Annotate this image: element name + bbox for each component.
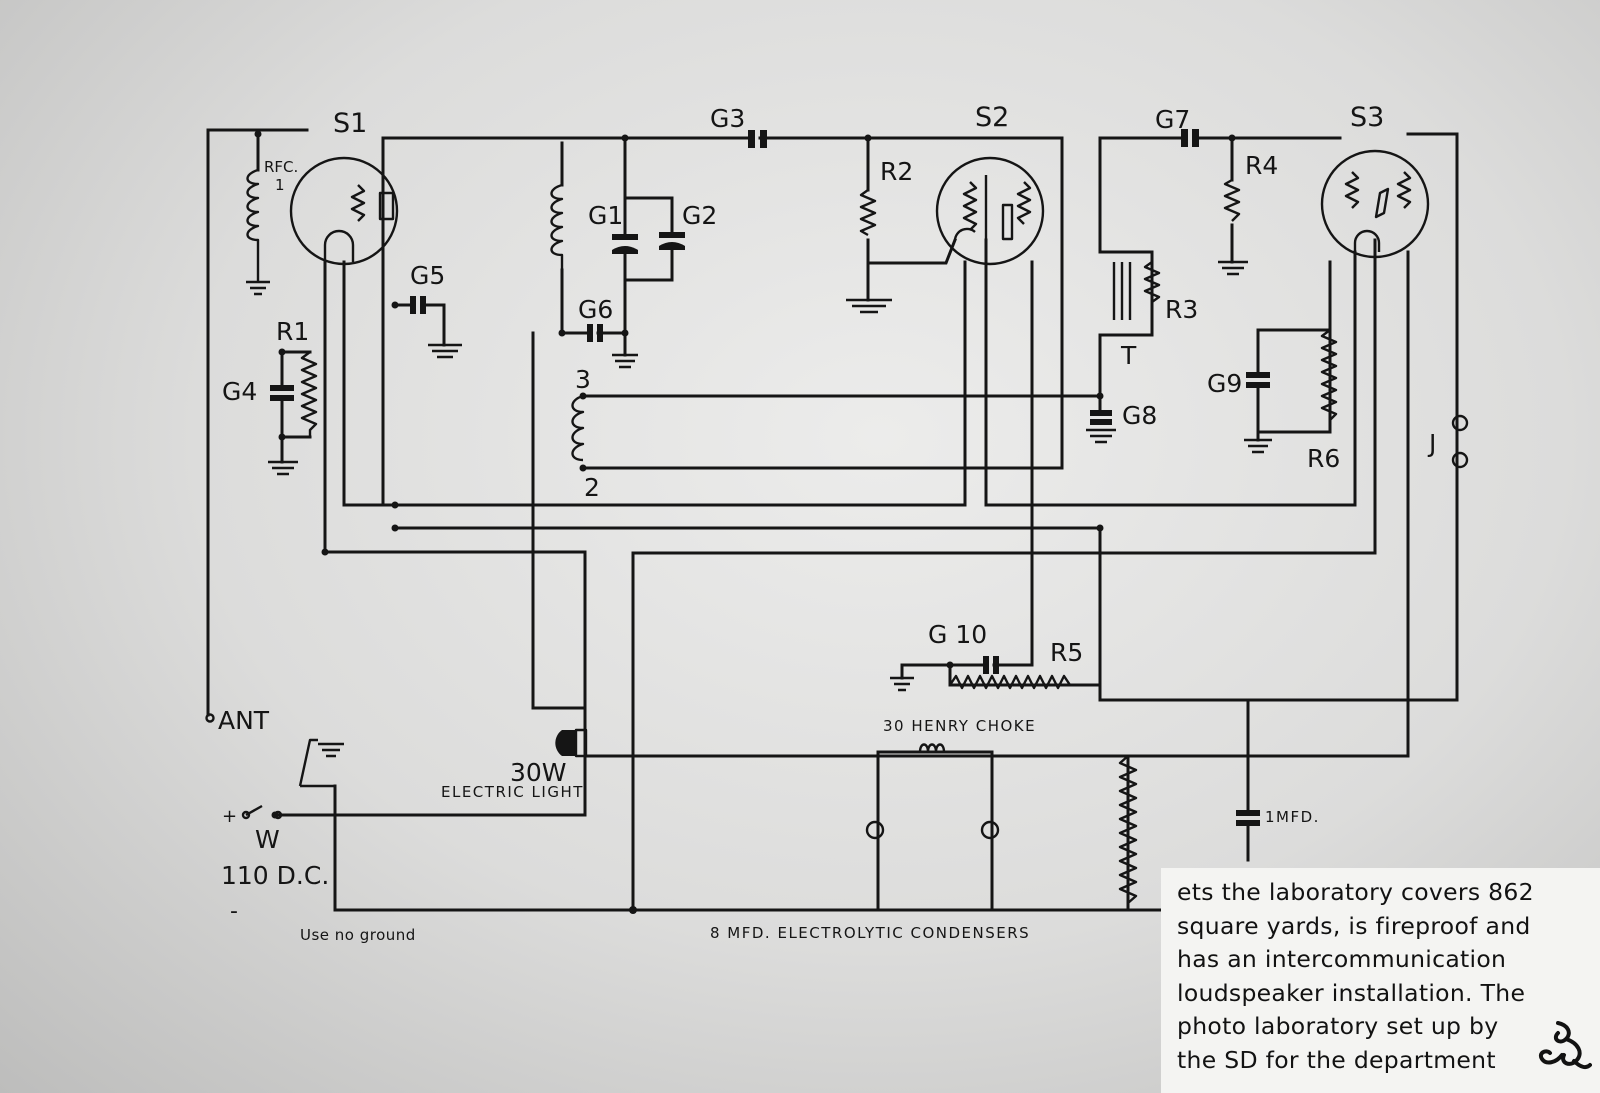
label-r2: R2: [880, 157, 913, 186]
ground-icon: [1244, 438, 1272, 454]
ground-icon: [428, 343, 462, 359]
label-g2: G2: [682, 201, 717, 230]
caption-line: photo laboratory set up by: [1177, 1012, 1499, 1040]
r2-icon: [859, 189, 877, 237]
tube-s3: [1320, 149, 1430, 259]
g7-icon: [1181, 129, 1188, 147]
label-choke: 30 HENRY CHOKE: [883, 717, 1036, 735]
r6-icon: [1320, 329, 1338, 421]
label-rfc-num: 1: [275, 176, 285, 194]
ground-icon: [1086, 428, 1116, 444]
caption-line: loudspeaker installation. The: [1177, 978, 1526, 1007]
label-j: J: [1427, 429, 1436, 458]
label-g1: G1: [588, 201, 623, 230]
label-rfc: RFC.: [264, 158, 298, 176]
label-g3: G3: [710, 104, 745, 133]
label-plus: +: [222, 806, 237, 827]
light-bulb-icon: [555, 728, 588, 758]
tube-s2: [935, 156, 1045, 266]
label-g8: G8: [1122, 401, 1157, 430]
label-g7: G7: [1155, 105, 1190, 134]
label-coil-2: 2: [584, 473, 600, 502]
label-no-ground: Use no ground: [300, 926, 416, 944]
transformer-t-icon: [1112, 262, 1132, 320]
choke-coil-icon: [918, 743, 946, 754]
tapped-coil-icon: [571, 394, 585, 462]
label-g10: G 10: [928, 620, 987, 649]
g5-icon: [410, 296, 416, 314]
label-g9: G9: [1207, 369, 1242, 398]
ground-icon: [890, 676, 914, 692]
cap-1mfd-icon: [1236, 810, 1260, 816]
caption-line: the SD for the department: [1177, 1045, 1496, 1074]
label-g5: G5: [410, 261, 445, 290]
g3-icon: [748, 130, 755, 148]
g10-icon: [983, 656, 989, 674]
g8-icon: [1090, 410, 1112, 416]
ornament-icon: [1539, 1021, 1592, 1070]
label-s2: S2: [975, 102, 1009, 133]
g6-icon: [587, 324, 593, 342]
label-w: W: [255, 825, 280, 854]
caption-box: ets the laboratory covers 862 square yar…: [1161, 868, 1600, 1093]
label-lamp-desc: ELECTRIC LIGHT: [441, 783, 584, 801]
label-g6: G6: [578, 295, 613, 324]
g4-icon: [270, 385, 294, 391]
ground-icon: [612, 353, 638, 369]
g2-icon: [659, 232, 685, 238]
label-coil-3: 3: [575, 365, 591, 394]
r3-icon: [1143, 261, 1161, 303]
label-supply: 110 D.C.: [221, 861, 329, 890]
label-minus: -: [230, 899, 238, 924]
label-s1: S1: [333, 108, 367, 139]
coil-icon: [550, 183, 564, 270]
label-r1: R1: [276, 317, 309, 346]
junctions: [254, 130, 1236, 914]
label-r6: R6: [1307, 444, 1340, 473]
label-t: T: [1120, 341, 1137, 370]
g1-icon: [612, 234, 638, 240]
bleeder-resistor-icon: [1118, 755, 1138, 904]
jack-j-icon: [1451, 252, 1469, 700]
g9-icon: [1246, 372, 1270, 378]
ground-icons: [246, 260, 1272, 758]
caption-line: has an intercommunication: [1177, 945, 1507, 973]
label-r3: R3: [1165, 295, 1198, 324]
label-ant: ANT: [218, 706, 270, 735]
label-s3: S3: [1350, 102, 1384, 133]
switch-w-icon: [205, 713, 335, 820]
wiring: [206, 128, 1459, 912]
resistors: [300, 178, 1338, 904]
caption-line: square yards, is fireproof and: [1177, 911, 1531, 940]
label-lamp-watt: 30W: [510, 758, 567, 787]
ground-icon: [246, 280, 270, 296]
label-r4: R4: [1245, 151, 1278, 180]
label-r5: R5: [1050, 638, 1083, 667]
r4-icon: [1223, 178, 1241, 222]
r1-icon: [300, 351, 318, 437]
tube-s1: [289, 140, 399, 266]
ground-icon: [268, 460, 298, 476]
caption-line: ets the laboratory covers 862: [1177, 878, 1534, 906]
capacitors: [270, 129, 1270, 826]
r5-icon: [949, 674, 1071, 690]
ground-icon: [318, 742, 344, 758]
label-g4: G4: [222, 377, 257, 406]
ground-icon: [846, 298, 892, 314]
rfc-coil-icon: [246, 168, 260, 282]
label-cap-1mfd: 1MFD.: [1265, 808, 1320, 826]
label-electrolytic: 8 MFD. ELECTROLYTIC CONDENSERS: [710, 924, 1030, 942]
ground-icon: [1218, 260, 1248, 276]
